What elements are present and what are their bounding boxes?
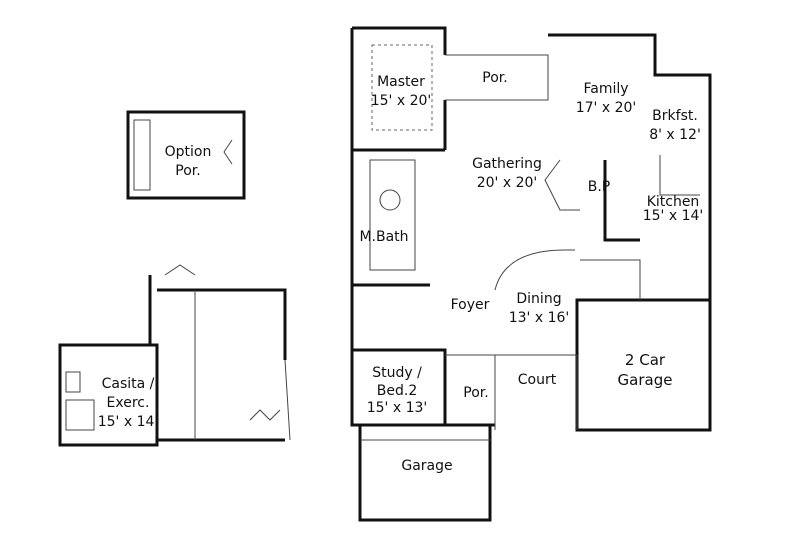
room-size: 15' x 14' [643,208,704,224]
room-front-porch: Por. [463,385,488,401]
room-gathering: Gathering 20' x 20' [472,156,542,191]
room-size: 15' x 13' [367,400,428,416]
room-name: Gathering [472,156,542,172]
option-porch-structure [126,110,246,200]
room-name: Exerc. [107,395,150,411]
room-name: Option [165,144,212,160]
room-size: 17' x 20' [576,100,637,116]
room-court: Court [518,372,557,388]
main-house-structure [350,26,712,522]
room-size: 15' x 14' [98,414,159,430]
room-size: 20' x 20' [477,175,538,191]
room-name: Master [377,74,425,90]
room-size: 13' x 16' [509,310,570,326]
room-name: 2 Car [625,351,666,369]
room-dining: Dining 13' x 16' [509,291,570,326]
room-size: 8' x 12' [649,127,701,143]
room-name: Kitchen [647,194,700,210]
room-rear-porch: Por. [482,70,507,86]
room-breakfast: Brkfst. 8' x 12' [649,108,701,143]
room-study: Study / Bed.2 15' x 13' [367,365,428,416]
room-name: Study / [372,365,422,381]
room-name: Por. [175,163,200,179]
room-butler-pantry: B.P [588,179,611,195]
room-name: Garage [618,371,673,389]
room-name: Bed.2 [377,383,417,399]
room-name: Dining [516,291,561,307]
room-name: Family [583,81,628,97]
room-master-bath: M.Bath [359,229,408,245]
room-garage: Garage [401,458,452,474]
room-size: 15' x 20' [371,93,432,109]
room-name: Brkfst. [652,108,698,124]
room-option-porch: Option Por. [165,144,212,179]
room-casita: Casita / Exerc. 15' x 14' [98,376,159,430]
room-two-car-garage: 2 Car Garage [618,351,673,389]
room-family: Family 17' x 20' [576,81,637,116]
casita-structure [58,264,291,447]
room-master: Master 15' x 20' [371,74,432,109]
room-foyer: Foyer [451,297,490,313]
room-kitchen: Kitchen 15' x 14' [643,194,704,224]
room-name: Casita / [102,376,155,392]
